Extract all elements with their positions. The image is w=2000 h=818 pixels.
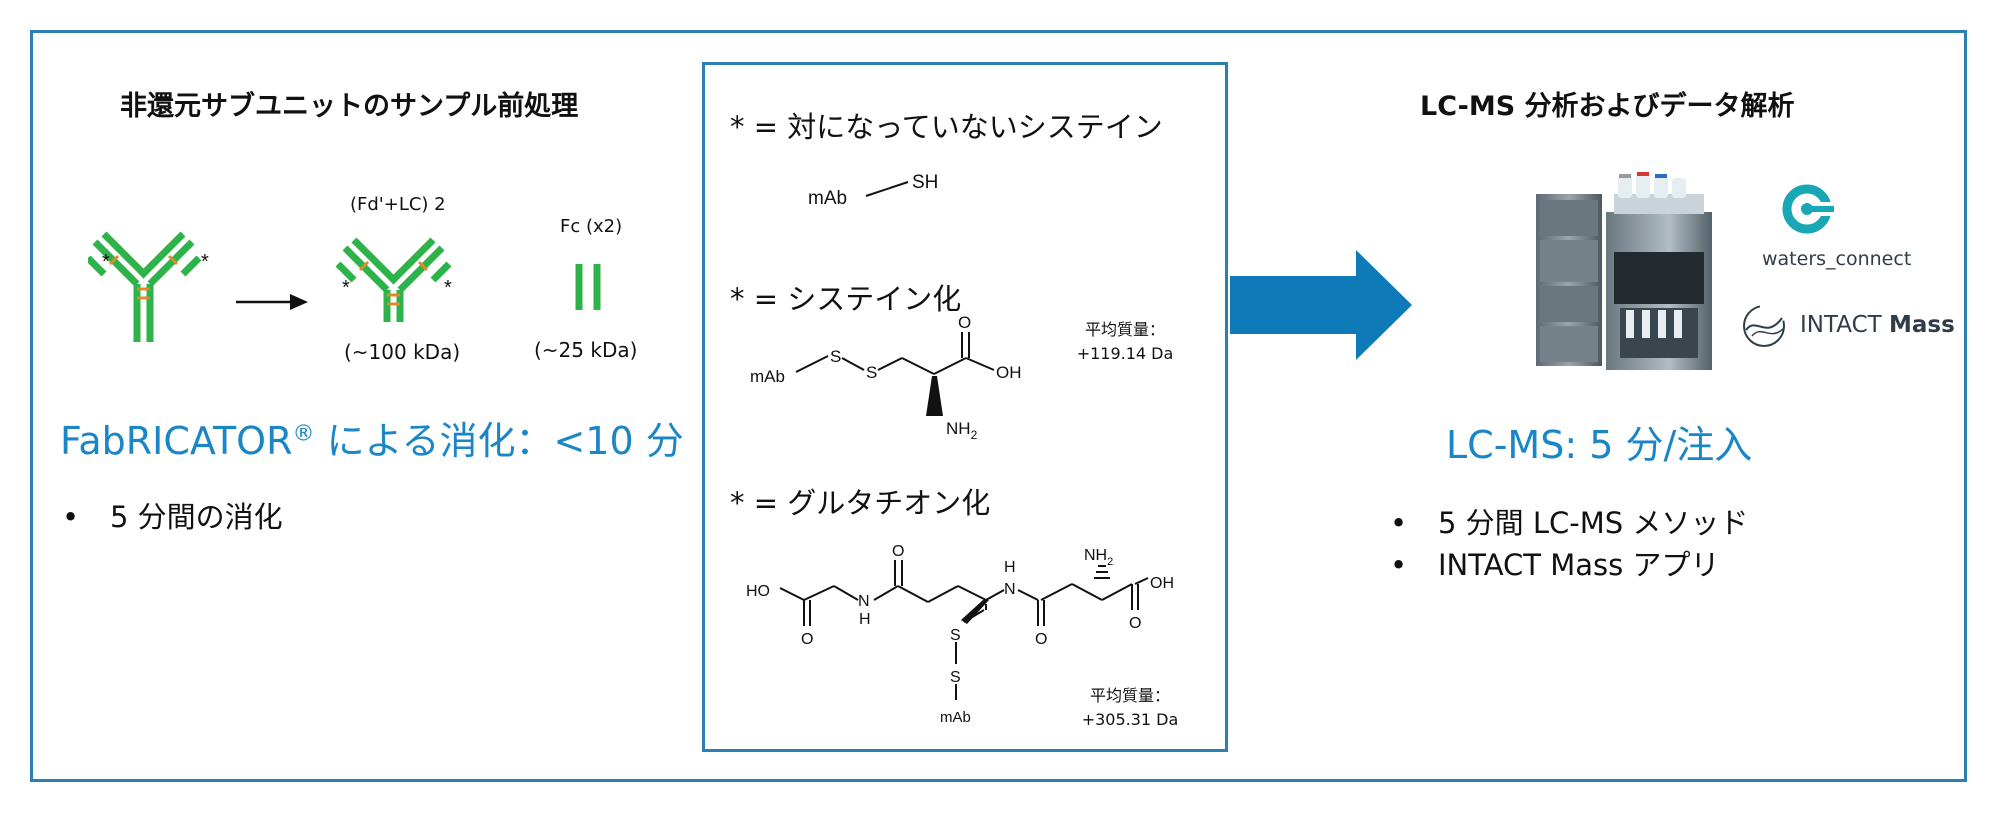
svg-text:N: N <box>858 593 870 610</box>
svg-text:N: N <box>1004 581 1016 598</box>
svg-text:O: O <box>958 313 971 332</box>
svg-text:H: H <box>1004 559 1016 576</box>
svg-text:S: S <box>950 627 961 644</box>
list-item: 5 分間の消化 <box>62 496 283 538</box>
antibody-icon: * * <box>88 231 209 342</box>
intact-mass-logo-icon <box>1743 305 1785 347</box>
svg-text:OH: OH <box>996 363 1022 382</box>
free-cys-star: * <box>444 277 452 299</box>
fc-fragment-icon <box>575 264 601 310</box>
svg-text:NH2: NH2 <box>946 419 978 442</box>
svg-text:H: H <box>859 611 871 628</box>
svg-text:O: O <box>801 631 813 648</box>
lcms-heading: LC-MS 分析およびデータ解析 <box>1420 91 1795 122</box>
def-cysteinylation-title: * = システイン化 <box>730 282 962 316</box>
svg-text:S: S <box>830 347 841 366</box>
svg-text:NH2: NH2 <box>1084 547 1113 568</box>
size-25-label: (~25 kDa) <box>534 338 638 362</box>
cysteinylation-mass: 平均質量： +119.14 Da <box>1076 320 1174 363</box>
svg-text:OH: OH <box>1150 575 1174 592</box>
glutathionylation-structure: HO O N H O H N O NH2 O OH S S mAb <box>746 544 1174 726</box>
svg-text:O: O <box>892 544 904 560</box>
sample-prep-heading: 非還元サブユニットのサンプル前処理 <box>120 91 579 122</box>
svg-text:O: O <box>1035 631 1047 648</box>
digestion-title: FabRICATOR® による消化：<10 分 <box>60 419 684 463</box>
right-bullet-list: 5 分間 LC-MS メソッド INTACT Mass アプリ <box>1390 502 1748 586</box>
free-cys-star: * <box>342 277 350 299</box>
outer-frame <box>30 30 1967 782</box>
sh-label: SH <box>912 172 938 193</box>
svg-text:mAb: mAb <box>940 709 971 726</box>
mab-label: mAb <box>808 188 847 209</box>
fc-label: Fc (x2) <box>560 216 623 237</box>
waters-connect-logo-icon <box>1782 184 1834 234</box>
svg-text:O: O <box>1129 615 1141 632</box>
unpaired-cys-structure: mAb SH <box>808 172 938 209</box>
free-cys-star: * <box>102 251 110 273</box>
svg-text:S: S <box>866 363 877 382</box>
glutathionylation-mass: 平均質量： +305.31 Da <box>1081 686 1179 729</box>
waters-connect-logo-text: waters_connect <box>1762 248 1912 270</box>
lcms-instrument-icon <box>1536 172 1712 370</box>
left-bullet-list: 5 分間の消化 <box>62 496 283 538</box>
size-100-label: (~100 kDa) <box>344 340 461 364</box>
def-glutathionylation-title: * = グルタチオン化 <box>730 486 991 520</box>
free-cys-star: * <box>201 251 209 273</box>
svg-text:S: S <box>950 669 961 686</box>
def-unpaired-cys-title: * = 対になっていないシステイン <box>730 110 1163 144</box>
process-arrow-icon <box>1230 250 1412 360</box>
svg-text:mAb: mAb <box>750 367 785 386</box>
definition-box <box>702 62 1228 752</box>
list-item: 5 分間 LC-MS メソッド <box>1390 502 1748 544</box>
arrow-right-icon <box>236 294 308 310</box>
lcms-title: LC-MS: 5 分/注入 <box>1446 423 1753 467</box>
cysteinylation-structure: mAb S S O OH NH2 <box>750 313 1022 442</box>
fragment-label: (Fd'+LC) 2 <box>350 194 446 215</box>
svg-text:HO: HO <box>746 583 770 600</box>
intact-mass-logo-text: INTACT Mass <box>1800 312 1955 338</box>
list-item: INTACT Mass アプリ <box>1390 544 1748 586</box>
fab-fragment-icon: * * <box>335 237 452 322</box>
